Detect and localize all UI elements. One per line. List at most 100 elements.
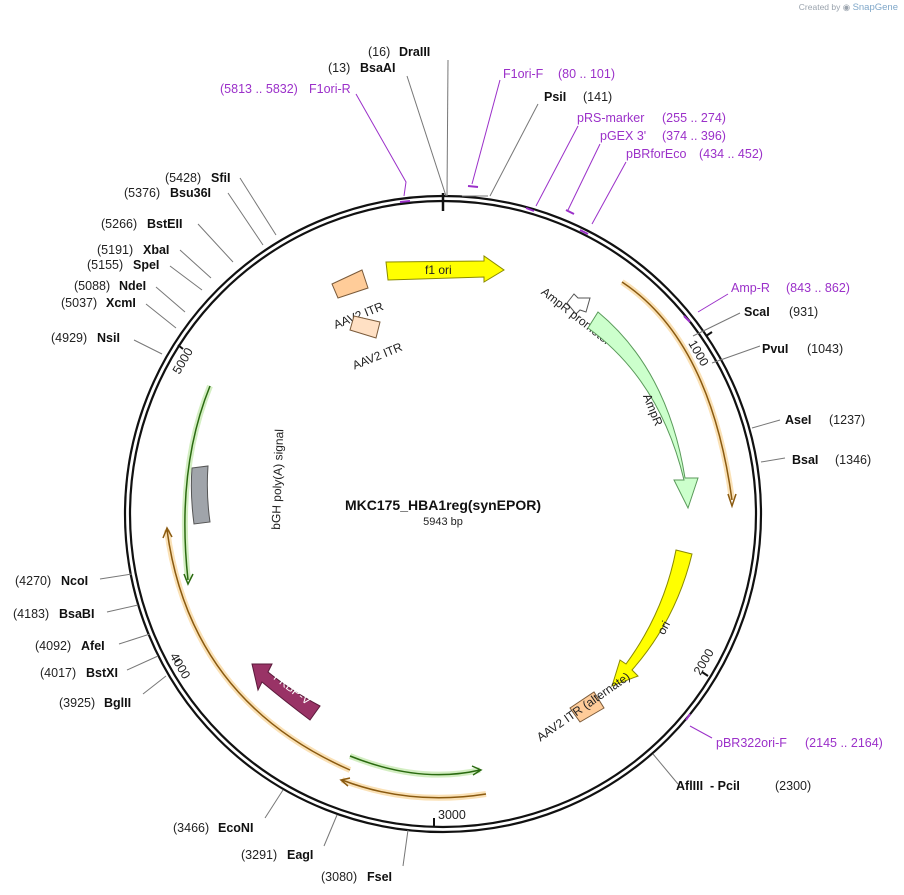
leader-afei: [118, 633, 151, 645]
tick-4000-mark: [174, 658, 181, 663]
site-bsaai-name: BsaAI: [360, 61, 395, 75]
site-asei-pos: (1237): [829, 413, 865, 427]
site-fsei-pos: (3080): [321, 870, 357, 884]
feature-aav2-itr-2[interactable]: [349, 315, 381, 339]
site-scai-name: ScaI: [744, 305, 770, 319]
site-bstxi-pos: (4017): [40, 666, 76, 680]
site-scai-pos: (931): [789, 305, 818, 319]
site-amp-r-pos: (843 .. 862): [786, 281, 850, 295]
leader-ncoi: [99, 573, 133, 580]
leader-prs-marker: [535, 125, 579, 207]
site-psii-pos: (141): [583, 90, 612, 104]
site-f1ori-f-pos: (80 .. 101): [558, 67, 615, 81]
feature-fkbp-v[interactable]: [251, 663, 321, 721]
site-ncoi-name: NcoI: [61, 574, 88, 588]
leader-pvui: [711, 345, 761, 364]
feature-aav2-itr-1[interactable]: [331, 269, 369, 299]
feature-aav2-itr-alternate-label: AAV2 ITR (alternate): [534, 669, 633, 744]
orf-orange-bottom-arrow: [339, 777, 351, 787]
leader-pbr322ori-f: [689, 725, 713, 739]
site-ndei-name: NdeI: [119, 279, 146, 293]
orf-orange-right-glow: [620, 279, 735, 501]
site-pbrforeco-name: pBRforEco: [626, 147, 686, 161]
site-xcmi-name: XcmI: [106, 296, 136, 310]
site-pbr322ori-f-name: pBR322ori-F: [716, 736, 787, 750]
site-bsteii-name: BstEII: [147, 217, 182, 231]
orf-orange-bottom: [341, 779, 487, 799]
feature-ampr-promoter[interactable]: [566, 293, 591, 315]
site-bsaai-pos: (13): [328, 61, 350, 75]
plasmid-name: MKC175_HBA1reg(synEPOR): [345, 497, 541, 513]
site-afliii-pos: (2300): [775, 779, 811, 793]
primer-pgex3-mark: [565, 209, 575, 215]
primer-prs-marker-mark: [525, 207, 535, 212]
orf-orange-right-arrow: [727, 493, 737, 509]
site-ncoi-pos: (4270): [15, 574, 51, 588]
site-nsii-pos: (4929): [51, 331, 87, 345]
credit-created-by: Created by: [798, 2, 841, 12]
site-fsei-name: FseI: [367, 870, 392, 884]
primer-f1ori-f-mark: [467, 185, 479, 188]
feature-ampr[interactable]: [587, 311, 699, 510]
site-nsii-name: NsiI: [97, 331, 120, 345]
leader-pbrforeco: [591, 161, 627, 225]
site-bsai-name: BsaI: [792, 453, 818, 467]
primer-pbr322ori-f-mark: [685, 713, 691, 721]
site-prs-marker-pos: (255 .. 274): [662, 111, 726, 125]
site-xbai-name: XbaI: [143, 243, 169, 257]
leader-nsii: [133, 339, 163, 355]
site-f1ori-r-pos: (5813 .. 5832): [220, 82, 298, 96]
site-bglii-pos: (3925): [59, 696, 95, 710]
feature-bgh-polya-label: bGH poly(A) signal: [269, 429, 287, 530]
leader-sfii: [239, 177, 277, 236]
feature-f1-ori[interactable]: [385, 255, 505, 283]
site-afei-name: AfeI: [81, 639, 105, 653]
site-bsteii-pos: (5266): [101, 217, 137, 231]
site-asei-name: AseI: [785, 413, 811, 427]
tick-5000-label: 5000: [170, 345, 196, 376]
snapgene-credit: Created by ◉ SnapGene: [799, 2, 898, 13]
site-sfii-pos: (5428): [165, 171, 201, 185]
site-bsu36i-name: Bsu36I: [170, 186, 211, 200]
feature-ori-label: ori: [654, 619, 673, 637]
site-bsu36i-pos: (5376): [124, 186, 160, 200]
primer-leaders: [355, 79, 729, 739]
leader-eagi: [323, 814, 338, 847]
orf-arcs: [162, 279, 737, 801]
backbone-inner-circle: [128, 199, 758, 829]
site-pvui-name: PvuI: [762, 342, 788, 356]
orf-orange-left-arrow: [162, 526, 173, 539]
leader-bsu36i: [227, 192, 264, 246]
primer-f1ori-r-mark: [399, 200, 411, 203]
site-spei-name: SpeI: [133, 258, 159, 272]
leader-draiii: [446, 59, 449, 197]
leader-f1ori-f: [471, 79, 501, 185]
orf-green-left-arrow: [183, 573, 194, 586]
site-bsabi-name: BsaBI: [59, 607, 94, 621]
site-bsabi-pos: (4183): [13, 607, 49, 621]
feature-bgh-polya[interactable]: [190, 465, 211, 525]
feature-aav2-itr-alternate[interactable]: [569, 691, 605, 723]
leader-amp-r: [697, 293, 729, 313]
leader-psii: [489, 103, 539, 197]
leader-fsei: [402, 829, 409, 867]
feature-ori[interactable]: [611, 549, 693, 687]
site-pgex3-pos: (374 .. 396): [662, 129, 726, 143]
orf-green-bottom: [349, 755, 481, 776]
site-bstxi-name: BstXI: [86, 666, 118, 680]
leader-spei: [169, 265, 203, 291]
site-bglii-name: BglII: [104, 696, 131, 710]
leader-afliii: [652, 753, 679, 785]
primer-pbrforeco-mark: [579, 229, 589, 235]
orf-orange-right: [621, 281, 733, 501]
plasmid-length: 5943 bp: [423, 516, 463, 528]
site-xcmi-pos: (5037): [61, 296, 97, 310]
site-draiii-name: DraIII: [399, 45, 430, 59]
site-f1ori-r-name: F1ori-R: [309, 82, 351, 96]
site-xbai-pos: (5191): [97, 243, 133, 257]
site-pbr322ori-f-pos: (2145 .. 2164): [805, 736, 883, 750]
leader-pgex3: [567, 143, 601, 211]
leader-ndei: [155, 286, 186, 313]
site-f1ori-f-name: F1ori-F: [503, 67, 544, 81]
